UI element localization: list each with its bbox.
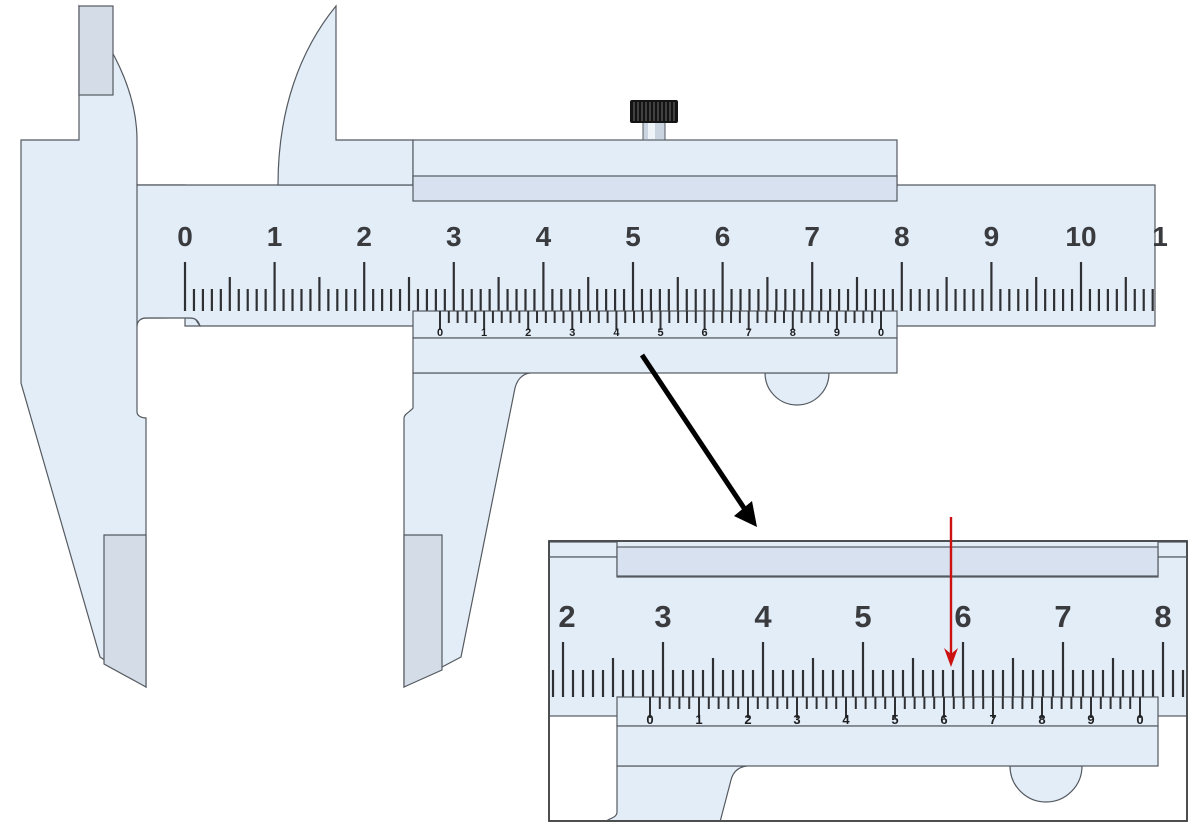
vernier-scale-label: 1 <box>481 327 487 339</box>
inset-vernier-scale-label: 7 <box>989 712 996 727</box>
screw-stem-highlight <box>648 123 655 139</box>
locking-screw <box>630 100 678 141</box>
vernier-slider: 0 1 2 3 4 5 6 7 8 9 0 <box>412 139 898 374</box>
main-beam: 0 1 2 3 4 5 6 7 8 9 10 1 <box>136 184 1168 327</box>
vernier-scale-labels: 0 1 2 3 4 5 6 7 8 9 0 <box>437 327 884 339</box>
inset-slider-bottom <box>616 725 1159 767</box>
inset-vernier-scale-label: 4 <box>842 712 850 727</box>
reading-arrow-head <box>944 648 958 667</box>
inset-main-scale-label: 4 <box>754 599 772 634</box>
vernier-scale-label: 7 <box>746 327 752 339</box>
inset-vernier-scale-label: 5 <box>891 712 898 727</box>
main-beam-body <box>136 184 1156 327</box>
vernier-scale-label: 2 <box>525 327 531 339</box>
pointer-arrow <box>639 353 757 527</box>
slider-groove <box>412 175 898 202</box>
main-scale-label: 1 <box>267 221 283 252</box>
inset-vernier-scale-label: 0 <box>646 712 653 727</box>
inset-main-beam <box>550 556 1186 717</box>
main-scale-label: 2 <box>356 221 372 252</box>
vernier-scale-label: 8 <box>790 327 796 339</box>
inset-main-scale-label: 2 <box>558 599 575 634</box>
inset-main-scale-label: 6 <box>954 599 971 634</box>
main-scale-label: 0 <box>177 221 193 252</box>
inset-thumb-grip <box>1009 765 1083 803</box>
fixed-lower-jaw-insert <box>103 534 147 689</box>
vernier-scale-ticks <box>439 311 882 330</box>
main-scale-label: 4 <box>536 221 552 252</box>
thumb-grip <box>764 372 830 406</box>
inset-vernier-plate <box>616 696 1159 727</box>
main-scale-label-partial: 1 <box>1152 221 1168 252</box>
main-scale-label: 6 <box>715 221 731 252</box>
main-scale-label: 3 <box>446 221 462 252</box>
inset-vernier-scale-label: 2 <box>744 712 751 727</box>
inset-vernier-scale-label: 9 <box>1087 712 1094 727</box>
knurl-lines <box>633 102 675 121</box>
slider-bottom-block <box>412 337 898 374</box>
inset-vernier-scale-label: 8 <box>1038 712 1045 727</box>
inset-main-scale-label: 5 <box>854 599 871 634</box>
main-scale-label: 9 <box>984 221 1000 252</box>
inset-vernier-scale-label: 1 <box>695 712 702 727</box>
inset-main-scale-label: 3 <box>654 599 671 634</box>
inset-main-scale-label: 8 <box>1154 599 1171 634</box>
magnified-inset: 2 3 4 5 6 7 8 0 1 2 3 4 5 6 7 8 9 0 <box>548 540 1188 822</box>
inset-vernier-scale-label: 0 <box>1136 712 1143 727</box>
main-scale-ticks <box>183 262 1154 311</box>
inset-main-scale-labels: 2 3 4 5 6 7 8 <box>558 599 1171 634</box>
main-scale-label: 10 <box>1065 221 1096 252</box>
fixed-jaw <box>20 4 202 689</box>
main-scale-label: 8 <box>894 221 910 252</box>
moving-jaw-upper <box>277 4 414 186</box>
vernier-scale-label: 3 <box>569 327 575 339</box>
main-scale-label: 7 <box>804 221 820 252</box>
main-scale-label: 5 <box>625 221 641 252</box>
moving-jaw-lower <box>403 372 531 688</box>
pointer-arrow-head <box>734 501 757 527</box>
main-scale-labels: 0 1 2 3 4 5 6 7 8 9 10 1 <box>177 221 1168 252</box>
vernier-scale-label: 9 <box>834 327 840 339</box>
moving-lower-jaw-insert <box>403 534 443 688</box>
vernier-scale-label: 6 <box>702 327 708 339</box>
vernier-scale-label: 0 <box>878 327 884 339</box>
vernier-scale-label: 4 <box>613 327 620 339</box>
inset-main-scale-ticks <box>551 642 1185 697</box>
inset-vernier-scale-ticks <box>649 697 1141 718</box>
inset-slider-groove <box>616 546 1159 577</box>
inset-vernier-scale-label: 6 <box>940 712 947 727</box>
inset-main-scale-label: 7 <box>1054 599 1071 634</box>
inset-moving-jaw <box>606 765 748 820</box>
inset-vernier-scale-labels: 0 1 2 3 4 5 6 7 8 9 0 <box>646 712 1143 727</box>
vernier-scale-label: 5 <box>657 327 663 339</box>
vernier-scale-label: 0 <box>437 327 443 339</box>
fixed-upper-jaw-insert <box>78 5 114 96</box>
reading-arrow <box>944 517 958 667</box>
inset-vernier-scale-label: 3 <box>793 712 800 727</box>
